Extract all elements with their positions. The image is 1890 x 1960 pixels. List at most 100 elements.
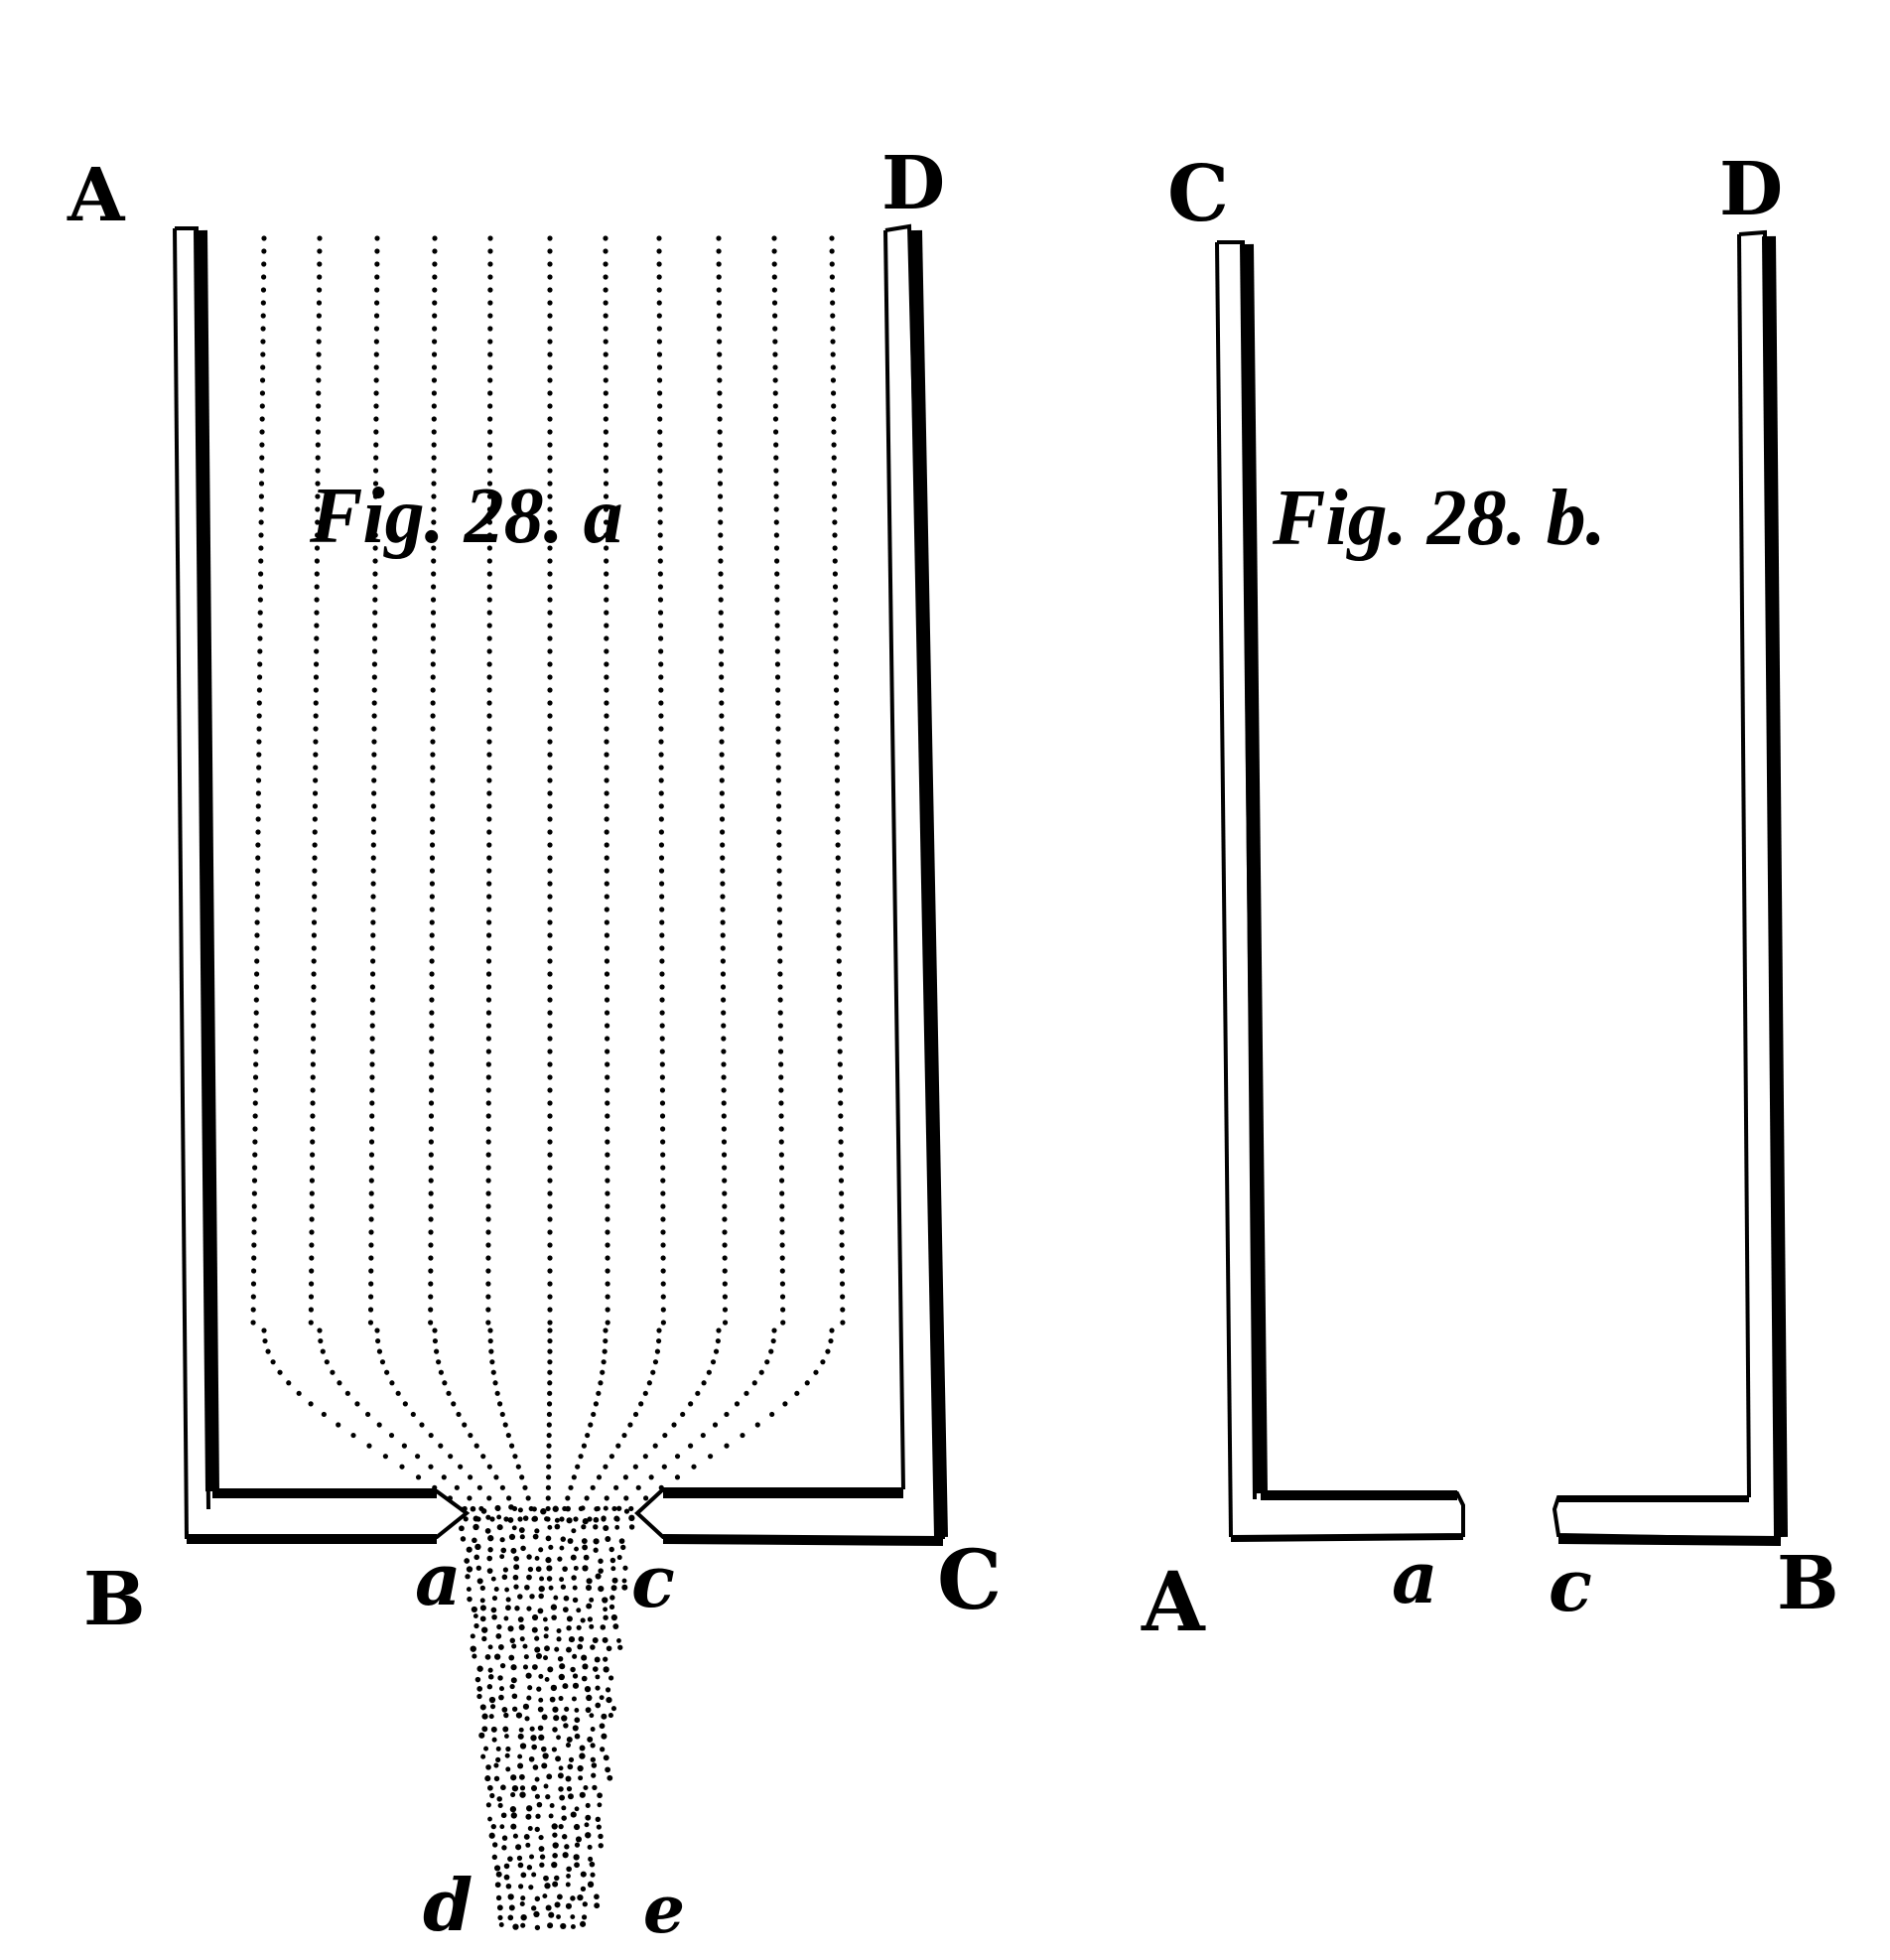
jet-dot (563, 1595, 570, 1602)
jet-dot (531, 1744, 537, 1750)
jet-dot (499, 1662, 506, 1669)
jet-dot (570, 1666, 576, 1673)
jet-dot (495, 1633, 502, 1639)
jet-dot (609, 1557, 616, 1564)
jet-dot (577, 1894, 584, 1901)
jet-dot (576, 1608, 582, 1613)
jet-dot (544, 1677, 550, 1682)
jet-dot (500, 1784, 506, 1791)
jet-dot (475, 1565, 481, 1571)
jet-dot (568, 1635, 576, 1643)
flow-line (573, 235, 666, 1522)
jet-dot (476, 1693, 482, 1700)
jet-dot (555, 1755, 562, 1762)
jet-dot (532, 1764, 539, 1770)
jet-dot (557, 1556, 563, 1562)
label-d: d (423, 1863, 472, 1947)
jet-dot (560, 1922, 567, 1930)
jet-dot (507, 1516, 514, 1523)
jet-dot (565, 1902, 572, 1909)
jet-dot (531, 1664, 538, 1670)
jet-dot (525, 1813, 532, 1820)
jet-dot (583, 1554, 590, 1561)
jet-dot (603, 1656, 608, 1662)
jet-dot (479, 1598, 485, 1604)
jet-dot (496, 1514, 502, 1520)
flow-lines (250, 235, 846, 1522)
jet-dot (503, 1615, 509, 1621)
jet-dot (526, 1606, 532, 1611)
jet-dot (535, 1813, 541, 1819)
jet-dot (580, 1871, 587, 1878)
jet-dot (501, 1574, 508, 1581)
jet-dot (501, 1707, 508, 1713)
jet-dot (559, 1545, 565, 1551)
jet-dot (539, 1576, 545, 1582)
jet-dot (558, 1696, 564, 1702)
jet-dot (585, 1832, 592, 1839)
jet-dot (538, 1593, 544, 1600)
jet-dot (519, 1636, 525, 1642)
caption-fig-28b: Fig. 28. b. (1272, 475, 1606, 562)
jet-dot (573, 1565, 579, 1571)
jet-dot (481, 1713, 488, 1720)
jet-dot (582, 1544, 589, 1551)
jet-dot (595, 1816, 602, 1822)
jet-dot (523, 1654, 529, 1660)
jet-dot (486, 1684, 493, 1690)
jet-dot (610, 1585, 617, 1592)
jet-dot (510, 1677, 517, 1684)
jet-dot (570, 1895, 576, 1901)
jet-dot (578, 1775, 584, 1781)
jet-dot (528, 1755, 535, 1762)
jet-dot (499, 1824, 505, 1830)
jet-dot (518, 1727, 524, 1733)
jet-dot (595, 1674, 601, 1680)
jet-dot (492, 1842, 498, 1848)
jet-dot (587, 1844, 593, 1850)
jet-dot (538, 1734, 545, 1742)
jet-dot (587, 1616, 594, 1622)
jet-dot (517, 1762, 524, 1769)
vessel-b-right-wall (1737, 229, 1788, 1540)
jet-dot (556, 1914, 561, 1919)
jet-dot (510, 1664, 517, 1671)
jet-dot (545, 1904, 552, 1911)
jet-dot (545, 1535, 552, 1542)
jet-dot (491, 1596, 498, 1602)
jet-dot (559, 1794, 566, 1801)
jet-dot (593, 1524, 599, 1530)
jet-dot (509, 1637, 516, 1643)
jet-dot (574, 1708, 580, 1713)
jet-dot (513, 1564, 520, 1571)
jet-dot (466, 1546, 472, 1553)
label-a: a (415, 1537, 462, 1621)
jet-dot (537, 1608, 544, 1614)
jet-dot (612, 1623, 619, 1629)
jet-dot (572, 1682, 580, 1689)
label-C: C (937, 1533, 1002, 1628)
jet-dot (611, 1577, 618, 1584)
jet-dot (478, 1732, 485, 1739)
jet-dot (517, 1753, 523, 1759)
jet-dot (579, 1745, 586, 1751)
jet-dot (534, 1793, 540, 1799)
jet-dot (566, 1517, 573, 1524)
jet-dot (590, 1872, 596, 1878)
jet-dot (513, 1555, 519, 1562)
jet-dot (470, 1645, 476, 1652)
jet-dot (580, 1505, 586, 1511)
vessel-a-left-wall (173, 226, 219, 1540)
jet-dot (585, 1802, 591, 1808)
jet-dot (540, 1508, 547, 1515)
jet-dot (571, 1575, 577, 1581)
jet-dot (593, 1516, 600, 1523)
jet-dot (590, 1727, 596, 1732)
jet-dot (480, 1508, 487, 1514)
jet-dot (560, 1536, 566, 1542)
jet-dot (481, 1726, 488, 1733)
vessel-b-left-wall (1215, 240, 1268, 1538)
jet-dot (528, 1885, 534, 1890)
jet-dot (562, 1566, 568, 1572)
jet-dot (487, 1816, 492, 1822)
